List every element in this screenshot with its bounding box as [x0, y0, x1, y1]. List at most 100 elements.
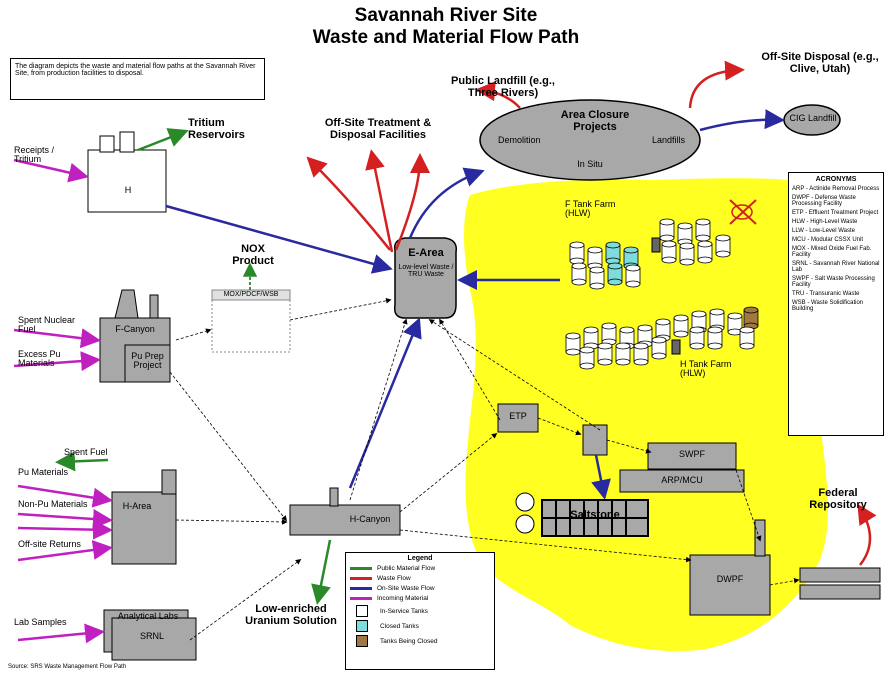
h-area-input-1: Spent Fuel [64, 447, 108, 457]
acronym-line: WSB - Waste Solidification Building [792, 300, 864, 312]
flow-arrow-31 [769, 577, 800, 586]
offsite-disposal-label: Off-Site Disposal (e.g., Clive, Utah) [761, 51, 879, 75]
f-canyon-building [99, 289, 171, 383]
flow-arrow-8 [137, 128, 189, 152]
flow-arrow-10 [311, 539, 332, 605]
flow-arrow-25 [175, 519, 288, 525]
area-closure-demolition: Demolition [498, 135, 541, 145]
flow-arrow-17 [857, 503, 877, 566]
arp-label: ARP/MCU [661, 475, 703, 485]
flow-arrow-20 [699, 109, 785, 132]
f-canyon-input-1: Spent Nuclear Fuel [18, 315, 76, 335]
swpf-label: SWPF [679, 449, 705, 459]
tank-25 [579, 346, 595, 370]
tank-farm-f-label: F Tank Farm (HLW) [565, 199, 616, 219]
tank-4 [589, 266, 605, 290]
f-canyon-sub-label: Pu Prep Project [131, 351, 164, 371]
flow-arrow-3 [17, 484, 113, 508]
flow-arrow-2 [13, 351, 101, 372]
flow-arrow-18 [165, 204, 393, 274]
tank-30 [689, 326, 705, 350]
h-canyon-label: H-Canyon [349, 514, 391, 524]
tank-26 [597, 342, 613, 366]
analytical-labs-label: Analytical Labs [117, 611, 179, 621]
tank-20 [655, 318, 671, 342]
legend-item: Waste Flow [350, 575, 490, 582]
tank-farm-h-label: H Tank Farm (HLW) [680, 359, 732, 379]
flow-arrow-7 [17, 623, 105, 644]
arp-box [619, 469, 745, 493]
legend-item: Closed Tanks [350, 620, 490, 632]
legend-item: In-Service Tanks [350, 605, 490, 617]
tank-16 [583, 326, 599, 350]
lab-input-label: Lab Samples [14, 617, 67, 627]
legend-text: Public Material Flow [377, 565, 436, 572]
tank-12 [679, 242, 695, 266]
flow-arrow-34 [439, 318, 501, 421]
flow-arrow-12 [306, 156, 391, 251]
e-area-sub-label: Low-level Waste / TRU Waste [398, 264, 454, 279]
nox-product-table [211, 289, 291, 353]
area-closure-landfills: Landfills [652, 135, 686, 145]
flow-arrow-15 [475, 81, 521, 109]
h-area-input-2: Pu Materials [18, 467, 69, 477]
legend-swatch [356, 605, 368, 617]
legend-swatch [356, 620, 368, 632]
dwpf-label: DWPF [716, 574, 744, 584]
tank-21 [673, 314, 689, 338]
flow-arrow-35 [349, 318, 408, 501]
flow-arrow-22 [348, 317, 422, 489]
flow-arrow-0 [13, 158, 89, 183]
footer-source: Source: SRS Waste Management Flow Path [8, 664, 127, 670]
legend-swatch [350, 577, 372, 580]
tank-13 [697, 240, 713, 264]
acronym-line: SRNL - Savannah River National Lab [792, 261, 880, 273]
flow-arrow-19 [408, 167, 485, 239]
pump-f [651, 237, 661, 253]
mox-table-label: MOX/PDCF/WSB [223, 291, 279, 298]
flow-arrow-27 [399, 432, 498, 513]
tank-29 [651, 336, 667, 360]
h-area-building [111, 469, 177, 565]
acronym-line: ARP - Actinide Removal Process [792, 186, 880, 192]
legend-swatch [356, 635, 368, 647]
flow-arrow-5 [17, 519, 113, 540]
f-canyon-label: F-Canyon [115, 324, 155, 334]
legend-item: Public Material Flow [350, 565, 490, 572]
etp-label: ETP [509, 411, 527, 421]
flow-arrow-16 [688, 60, 745, 109]
legend-text: Closed Tanks [380, 622, 419, 630]
h-canyon-building [289, 487, 401, 536]
acronym-line: ETP - Effluent Treatment Project [792, 210, 879, 216]
flow-arrow-29 [606, 439, 652, 454]
h-area-label: H-Area [122, 501, 152, 511]
nox-product-label: NOX Product [232, 243, 274, 267]
analytical-lab-building [103, 609, 197, 661]
legend-item: Tanks Being Closed [350, 635, 490, 647]
e-area-label: E-Area [408, 247, 444, 259]
saltstone-vaults [541, 499, 649, 537]
tritium-input-label: Receipts / Tritium [14, 145, 55, 165]
area-closure-ellipse [479, 99, 701, 181]
acronym-line: SWPF - Salt Waste Processing Facility [792, 276, 875, 288]
flow-arrow-26 [189, 559, 302, 641]
flow-arrow-23 [591, 454, 611, 500]
cig-landfill-label: CIG Landfill [789, 113, 837, 123]
flow-arrow-4 [17, 509, 113, 529]
closed-x-tanks [729, 199, 757, 225]
tank-5 [607, 262, 623, 286]
swpf-box [647, 442, 737, 470]
legend-swatch [350, 597, 372, 600]
acronym-line: MOX - Mixed Oxide Fuel Fab. Facility [792, 246, 872, 258]
etp-box [497, 403, 539, 433]
tank-8 [659, 218, 675, 242]
legend-text: In-Service Tanks [380, 607, 428, 615]
acronym-line: DWPF - Defense Waste Processing Facility [792, 195, 856, 207]
